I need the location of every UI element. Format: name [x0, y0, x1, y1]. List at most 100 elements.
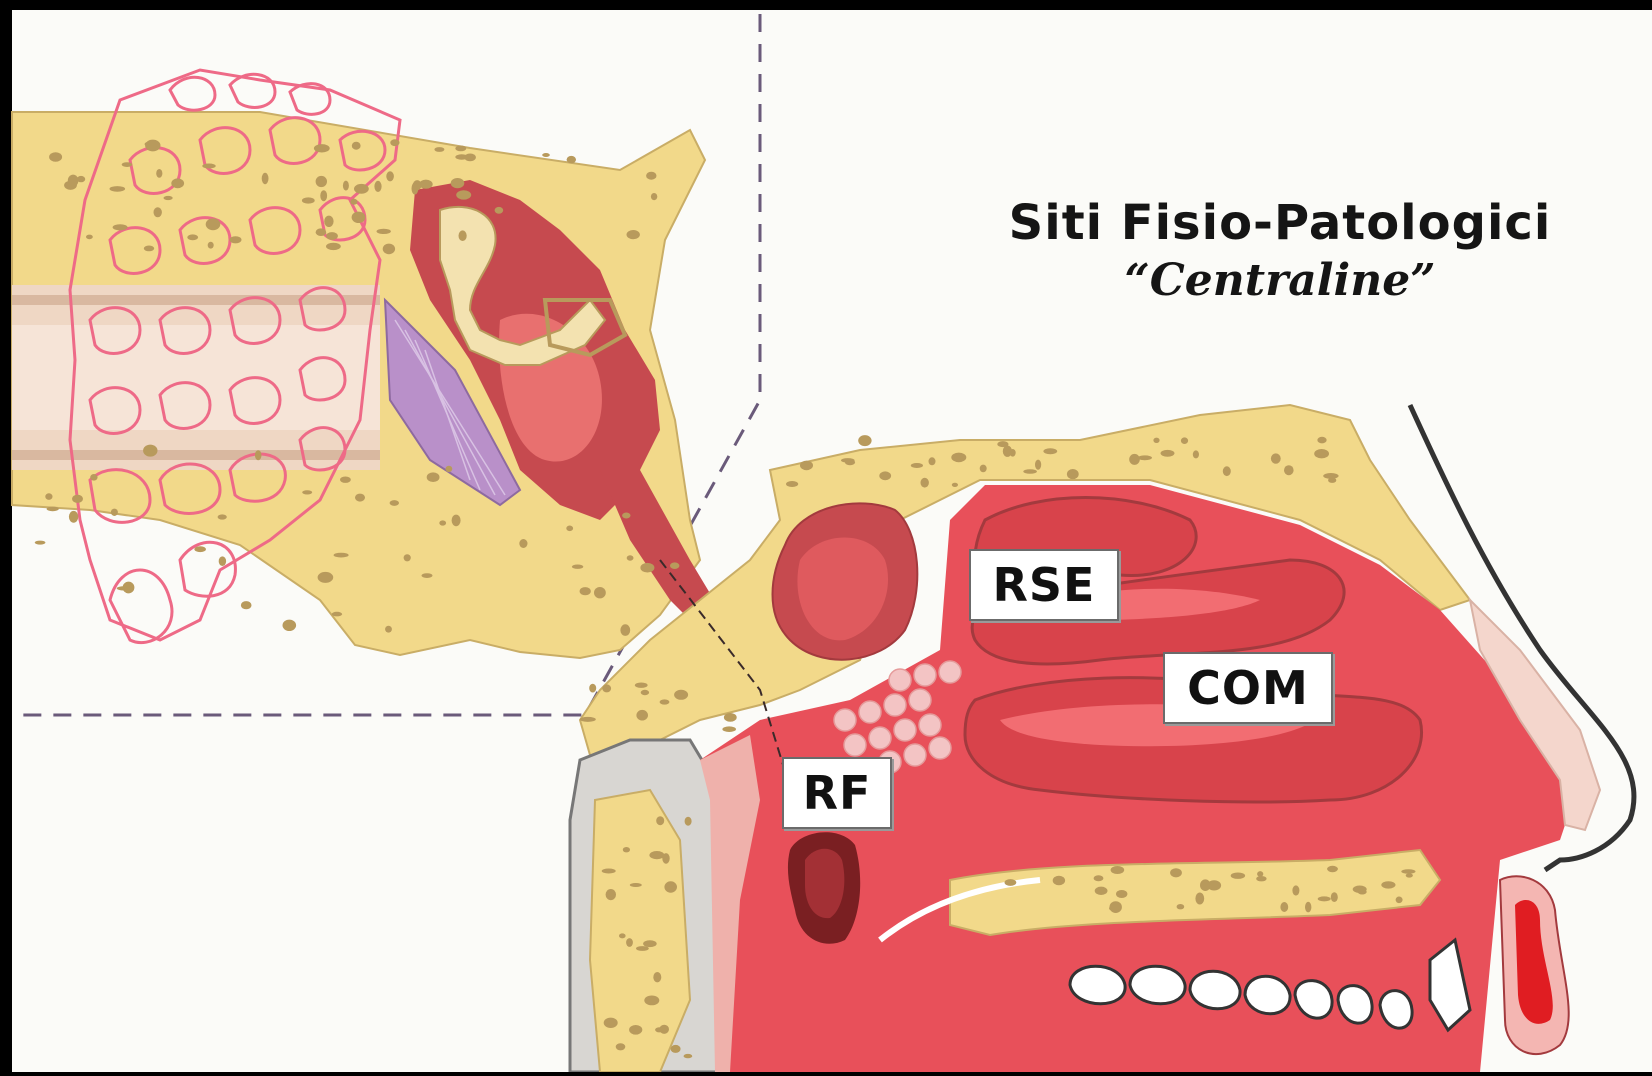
bone-pore — [1328, 478, 1336, 483]
bone-pore — [452, 515, 461, 527]
bone-pore — [390, 139, 399, 146]
bone-pore — [1331, 892, 1338, 902]
bone-pore — [1317, 437, 1326, 444]
bone-pore — [670, 562, 679, 569]
diagram-title: Siti Fisio-Patologici “Centraline” — [880, 195, 1652, 306]
bone-pore — [623, 847, 630, 852]
bone-pore — [320, 190, 327, 201]
bone-pore — [1053, 876, 1065, 886]
label-rf: RF — [782, 757, 892, 829]
bone-pore — [542, 153, 550, 157]
bone-pore — [113, 224, 128, 230]
bone-pore — [1396, 897, 1403, 904]
bone-pore — [35, 541, 46, 545]
bone-pore — [164, 196, 173, 200]
bone-pore — [1170, 868, 1182, 877]
bone-pore — [1257, 871, 1263, 877]
bone-pore — [383, 244, 395, 255]
bone-pore — [427, 472, 440, 482]
bone-pore — [640, 563, 654, 573]
bone-pore — [952, 483, 958, 487]
bone-pore — [1023, 469, 1037, 474]
bone-pore — [619, 933, 626, 938]
bone-pore — [629, 1025, 642, 1035]
bone-pore — [446, 466, 453, 472]
bone-pore — [602, 684, 611, 692]
bone-pore — [352, 142, 361, 150]
bone-pore — [439, 520, 446, 525]
bone-pore — [208, 242, 214, 249]
bone-pore — [656, 816, 664, 825]
bone-pore — [422, 573, 433, 578]
bone-pore — [1223, 466, 1231, 476]
bone-pore — [171, 178, 184, 188]
bone-pore — [1181, 437, 1188, 444]
bone-pore — [1280, 902, 1288, 912]
bone-pore — [194, 546, 206, 552]
bone-pore — [1043, 448, 1057, 454]
bone-pore — [1406, 873, 1413, 877]
bone-pore — [332, 612, 342, 617]
bone-pore — [635, 683, 648, 688]
bone-pore — [219, 556, 226, 566]
bone-pore — [1327, 866, 1338, 872]
bone-pore — [651, 193, 657, 200]
bone-pore — [283, 620, 297, 631]
bone-pore — [630, 883, 642, 887]
bone-pore — [566, 526, 573, 532]
bone-pore — [1005, 879, 1017, 886]
bone-pore — [684, 1054, 693, 1058]
bone-pore — [202, 164, 215, 169]
bone-pore — [206, 218, 221, 230]
bone-pore — [314, 144, 330, 152]
bone-pore — [390, 500, 399, 506]
bone-pore — [69, 511, 78, 523]
bone-pore — [350, 199, 357, 205]
title-line-1: Siti Fisio-Patologici — [880, 195, 1652, 251]
bone-pore — [326, 243, 341, 250]
bone-pore — [455, 154, 468, 159]
bone-pore — [218, 514, 227, 519]
bone-pore — [145, 142, 152, 146]
bone-pore — [122, 162, 133, 167]
bone-pore — [451, 178, 465, 188]
bone-pore — [386, 171, 394, 181]
bone-pore — [671, 1045, 681, 1053]
bone-pore — [340, 477, 351, 483]
bone-pore — [858, 435, 871, 446]
bone-pore — [355, 494, 365, 502]
bone-pore — [800, 461, 813, 471]
bone-pore — [620, 624, 630, 636]
bone-pore — [316, 176, 327, 187]
bone-pore — [649, 851, 664, 859]
bone-pore — [724, 713, 737, 722]
bone-pore — [951, 453, 966, 463]
bone-pore — [594, 587, 606, 598]
bone-pore — [841, 458, 855, 463]
bone-pore — [374, 181, 381, 192]
bone-pore — [1095, 887, 1108, 895]
bone-pore — [68, 175, 79, 187]
bone-pore — [1292, 885, 1299, 895]
bone-pore — [49, 152, 62, 162]
bone-pore — [262, 173, 269, 184]
bone-pore — [1067, 469, 1079, 479]
bone-pore — [459, 230, 467, 241]
bone-pore — [412, 183, 419, 195]
bone-pore — [354, 184, 369, 194]
bone-pore — [1318, 896, 1331, 901]
label-com: COM — [1163, 652, 1333, 724]
bone-pore — [352, 212, 366, 223]
bone-pore — [606, 889, 616, 900]
bone-pore — [404, 554, 411, 561]
bone-pore — [377, 229, 391, 234]
bone-pore — [1035, 460, 1041, 470]
bone-pore — [302, 197, 315, 203]
bone-pore — [572, 565, 583, 569]
bone-pore — [722, 726, 736, 732]
bone-pore — [1271, 453, 1281, 463]
bone-pore — [622, 513, 630, 519]
bone-pore — [662, 853, 669, 864]
bone-pore — [1200, 879, 1211, 891]
